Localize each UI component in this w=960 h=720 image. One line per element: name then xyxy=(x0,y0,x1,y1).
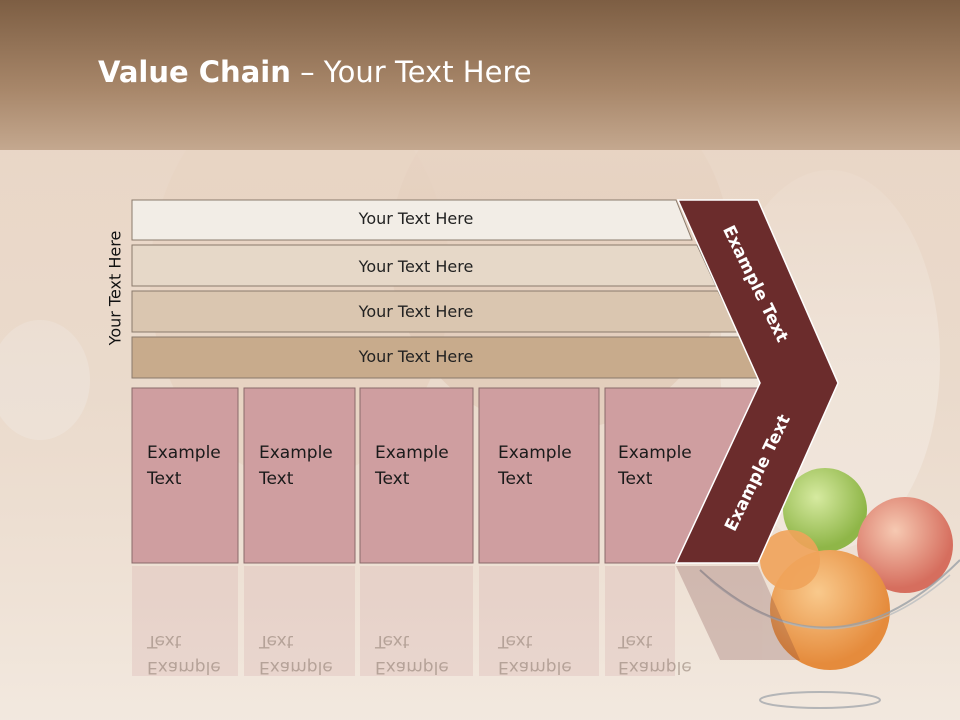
cell-1[interactable] xyxy=(131,387,239,564)
bar-4-label: Your Text Here xyxy=(358,347,474,366)
slide-title: Value Chain – Your Text Here xyxy=(98,55,532,89)
bar-1[interactable] xyxy=(131,199,693,241)
bar-2-label: Your Text Here xyxy=(358,257,474,276)
cell-4[interactable] xyxy=(478,387,600,564)
bar-1-label: Your Text Here xyxy=(358,209,474,228)
title-rest: – Your Text Here xyxy=(290,55,532,89)
cell-3[interactable] xyxy=(359,387,474,564)
cell-2[interactable] xyxy=(243,387,356,564)
bar-3-label: Your Text Here xyxy=(358,302,474,321)
chevron-arrow[interactable] xyxy=(674,199,839,564)
title-bold: Value Chain xyxy=(98,55,291,89)
